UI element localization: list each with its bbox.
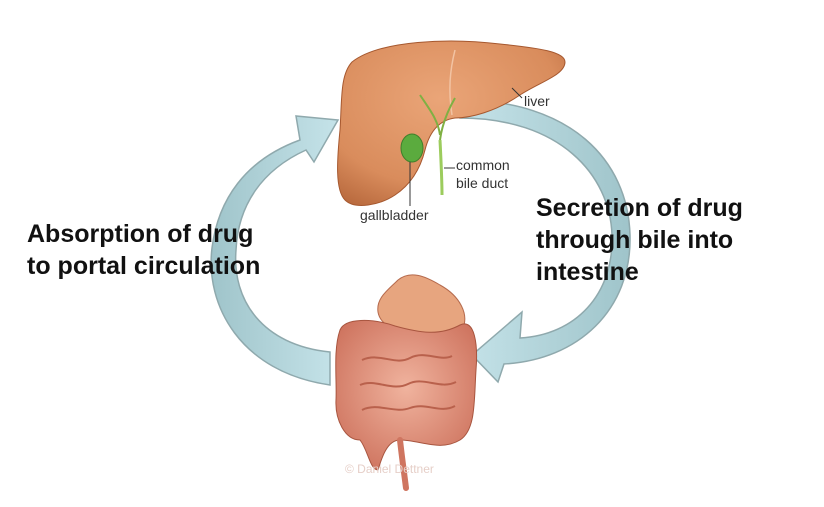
common-bile-duct-label-line1: common [456, 157, 510, 173]
intestine-illustration-icon [335, 274, 478, 491]
secretion-caption: Secretion of drug through bile into inte… [536, 192, 743, 288]
watermark: © Daniel Dettner [345, 462, 434, 476]
liver-label: liver [524, 93, 550, 109]
secretion-caption-line2: through bile into [536, 226, 734, 254]
absorption-caption: Absorption of drug to portal circulation [27, 218, 260, 282]
absorption-caption-line2: to portal circulation [27, 252, 261, 280]
secretion-caption-line1: Secretion of drug [536, 194, 743, 222]
absorption-caption-line1: Absorption of drug [27, 220, 254, 248]
secretion-caption-line3: intestine [536, 258, 639, 286]
common-bile-duct-label-line2: bile duct [456, 175, 508, 191]
secretion-arrow [459, 99, 631, 384]
absorption-arrow [210, 115, 340, 386]
gallbladder-illustration-icon [400, 133, 424, 163]
gallbladder-label: gallbladder [360, 207, 429, 223]
liver-illustration-icon [337, 40, 566, 206]
